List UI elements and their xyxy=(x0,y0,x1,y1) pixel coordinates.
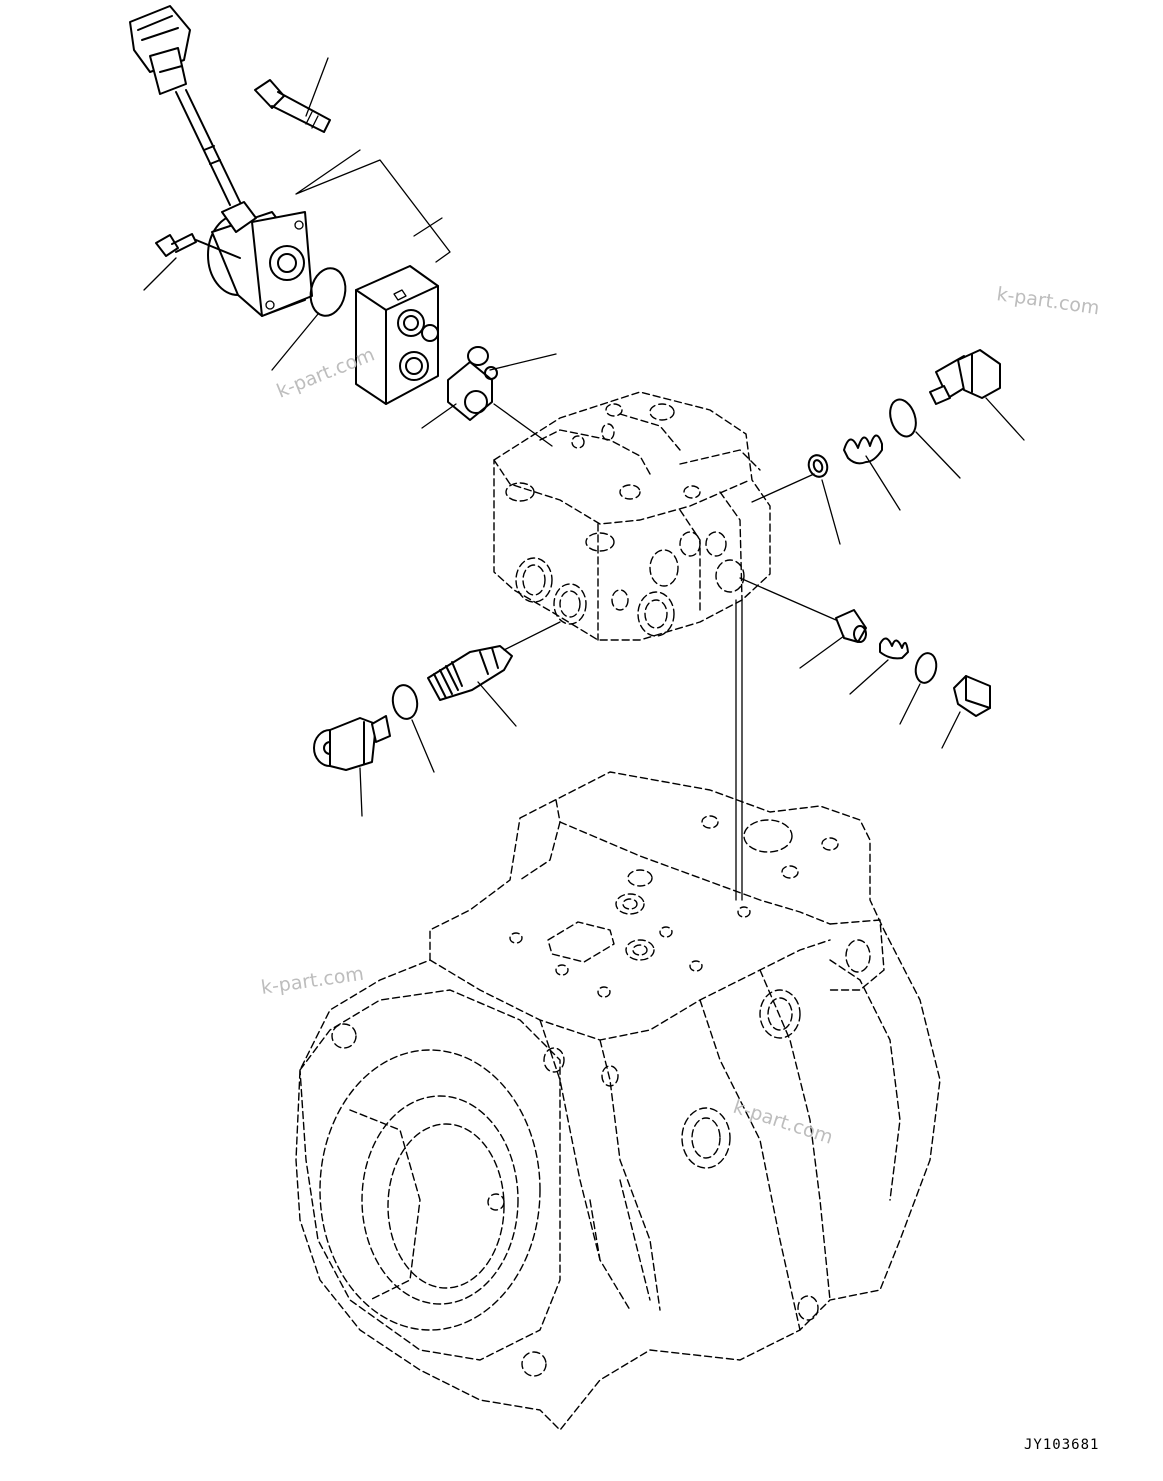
solenoid-coil xyxy=(207,201,313,317)
solenoid-connector xyxy=(129,5,191,95)
watermark-1: k-part.com xyxy=(995,283,1101,319)
drawing-code: JY103681 xyxy=(1024,1437,1099,1453)
leader-lines xyxy=(143,57,1025,901)
mounting-bolt xyxy=(254,79,331,133)
poppet xyxy=(835,609,867,643)
block-gasket xyxy=(447,346,498,421)
plug xyxy=(953,675,991,717)
solenoid-wire xyxy=(175,89,241,206)
valve-block xyxy=(355,265,439,405)
adjusting-screw xyxy=(313,715,391,771)
left-o-ring xyxy=(391,684,419,720)
pump-control-block xyxy=(493,391,771,641)
solenoid-o-ring xyxy=(309,267,347,317)
seat-ring xyxy=(807,454,829,478)
watermark-3: k-part.com xyxy=(260,963,366,999)
plug-sensor xyxy=(929,349,1001,405)
solenoid-bolt xyxy=(155,233,241,259)
spool xyxy=(427,645,513,701)
spring-2 xyxy=(879,637,909,660)
spring-1 xyxy=(843,434,883,465)
right-o-ring-2 xyxy=(914,652,938,684)
watermark-4: k-part.com xyxy=(730,1096,835,1149)
right-o-ring-1 xyxy=(889,398,917,438)
pump-body xyxy=(295,771,941,1431)
